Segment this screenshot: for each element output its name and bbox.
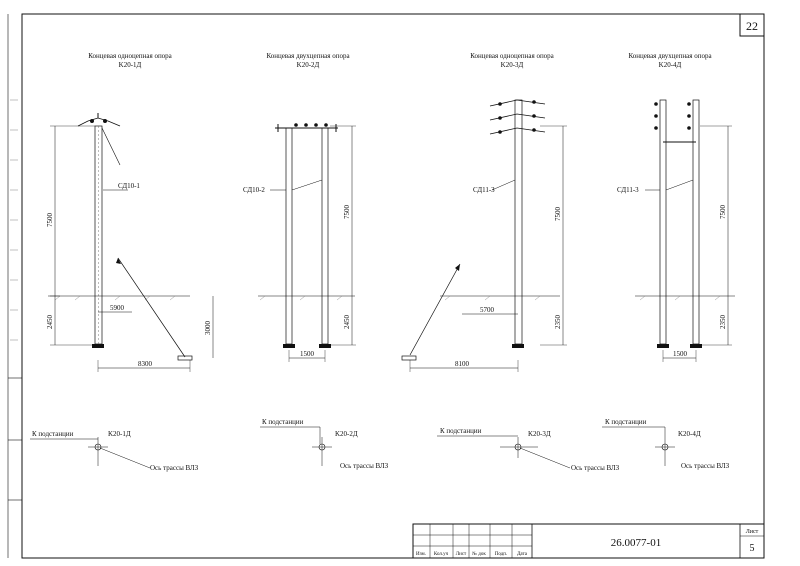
plan-k20-4d: К подстанции K20-4Д Ось трассы ВЛЗ	[602, 418, 730, 470]
support-4-label: СД11-3	[617, 186, 639, 194]
support-1-title: Концевая одноцепная опора	[88, 52, 172, 60]
stamp-col-2: Кол.уч	[434, 552, 449, 557]
document-code: 26.0077-01	[611, 537, 661, 549]
support-1-code: K20-1Д	[119, 61, 142, 69]
support-3-title: Концевая одноцепная опора	[470, 52, 554, 60]
plan-2-axis: Ось трассы ВЛЗ	[340, 462, 389, 470]
support-2-dim-width: 1500	[300, 350, 315, 358]
support-4-dim-width: 1500	[673, 350, 688, 358]
support-k20-3d: Концевая одноцепная опора K20-3Д 7500 23…	[401, 52, 567, 372]
support-2-dim-height: 7500	[343, 205, 351, 220]
stamp-col-5: Подп.	[495, 552, 507, 557]
list-label: Лист	[746, 529, 759, 535]
support-3-code: K20-3Д	[501, 61, 524, 69]
list-number: 5	[750, 543, 755, 554]
stamp-col-3: Лист	[456, 552, 467, 557]
support-3-label: СД11-3	[473, 186, 495, 194]
plan-2-code: K20-2Д	[335, 430, 358, 438]
plan-1-axis: Ось трассы ВЛЗ	[150, 464, 199, 472]
sheet-number: 22	[746, 19, 758, 33]
support-k20-4d: Концевая двухцепная опора K20-4Д 7500 23…	[617, 52, 735, 362]
plan-3-axis: Ось трассы ВЛЗ	[571, 464, 620, 472]
support-2-code: K20-2Д	[297, 61, 320, 69]
support-4-dim-depth: 2350	[719, 315, 727, 330]
plan-4-axis: Ось трассы ВЛЗ	[681, 462, 730, 470]
support-4-dim-height: 7500	[719, 205, 727, 220]
plan-4-code: K20-4Д	[678, 430, 701, 438]
support-3-dim-depth: 2350	[554, 315, 562, 330]
sheet-number-box	[739, 13, 765, 37]
plan-4-to-sub: К подстанции	[605, 418, 647, 426]
support-4-title: Концевая двухцепная опора	[628, 52, 712, 60]
support-2-dim-depth: 2450	[343, 315, 351, 330]
support-1-dim-guy-depth: 3000	[204, 321, 212, 336]
support-3-dim-span: 8100	[455, 360, 470, 368]
support-1-dim-height: 7500	[46, 213, 54, 228]
stamp-col-6: Дата	[517, 552, 528, 557]
support-2-label: СД10-2	[243, 186, 265, 194]
stamp-col-4: № док	[472, 551, 486, 557]
stamp-col-1: Изм.	[416, 552, 426, 557]
support-1-dim-depth: 2450	[46, 315, 54, 330]
outer-frame	[21, 13, 765, 559]
plan-1-code: K20-1Д	[108, 430, 131, 438]
support-4-code: K20-4Д	[659, 61, 682, 69]
support-2-title: Концевая двухцепная опора	[266, 52, 350, 60]
support-1-label: СД10-1	[118, 182, 140, 190]
plan-k20-1d: К подстанции K20-1Д Ось трассы ВЛЗ	[30, 430, 199, 472]
plan-3-to-sub: К подстанции	[440, 427, 482, 435]
support-1-dim-guy-span: 5900	[110, 304, 125, 312]
support-k20-2d: Концевая двухцепная опора K20-2Д 7500 24…	[243, 52, 356, 362]
plan-1-to-sub: К подстанции	[32, 430, 74, 438]
support-1-dim-span: 8300	[138, 360, 153, 368]
plan-k20-3d: К подстанции K20-3Д Ось трассы ВЛЗ	[437, 427, 620, 472]
plan-3-code: K20-3Д	[528, 430, 551, 438]
support-3-dim-guy-span: 5700	[480, 306, 495, 314]
plan-k20-2d: К подстанции K20-2Д Ось трассы ВЛЗ	[260, 418, 389, 470]
support-k20-1d: Концевая одноцепная опора K20-1Д 7500 24…	[46, 52, 214, 372]
plan-2-to-sub: К подстанции	[262, 418, 304, 426]
support-3-dim-height: 7500	[554, 207, 562, 222]
title-block: Изм. Кол.уч Лист № док Подп. Дата 26.007…	[412, 523, 765, 559]
binding-strip-marks	[10, 99, 18, 341]
